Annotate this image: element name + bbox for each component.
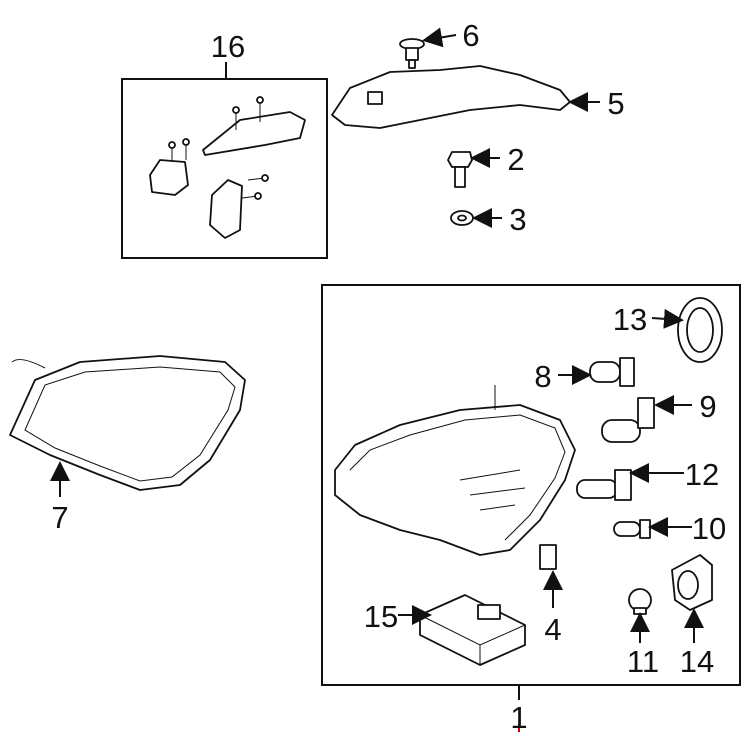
- callout-5: 5: [607, 86, 624, 121]
- callout-1: 1: [510, 700, 527, 735]
- headlamp-gasket: [9, 355, 246, 491]
- clip-nut: [539, 544, 557, 570]
- bolt: [447, 151, 473, 188]
- bulb-8: [589, 357, 635, 387]
- headlamp-assembly: [334, 385, 576, 556]
- bulb-10: [613, 519, 651, 539]
- callout-12: 12: [685, 457, 719, 492]
- washer: [450, 210, 474, 226]
- group-box-16: [121, 78, 328, 259]
- callout-9: 9: [699, 389, 716, 424]
- bulb-12: [576, 469, 632, 501]
- cap-seal: [677, 297, 723, 363]
- callout-6: 6: [462, 18, 479, 53]
- bulb-9: [601, 397, 655, 443]
- bulb-11: [628, 588, 652, 615]
- callout-2: 2: [507, 142, 524, 177]
- callout-3: 3: [509, 202, 526, 237]
- leader-lines: [50, 27, 704, 643]
- bulb-socket-14: [671, 554, 713, 611]
- callout-14: 14: [680, 644, 714, 679]
- group-box-1: [321, 284, 741, 686]
- callout-13: 13: [613, 302, 647, 337]
- callout-10: 10: [692, 511, 726, 546]
- callout-8: 8: [534, 359, 551, 394]
- callout-11: 11: [627, 644, 659, 679]
- rivet: [399, 38, 425, 69]
- ballast-control-unit: [419, 594, 526, 666]
- callout-7: 7: [51, 500, 68, 535]
- callout-16: 16: [211, 29, 245, 64]
- callout-15: 15: [364, 599, 398, 634]
- bracket-kit-parts: [149, 96, 306, 239]
- callout-4: 4: [544, 612, 561, 647]
